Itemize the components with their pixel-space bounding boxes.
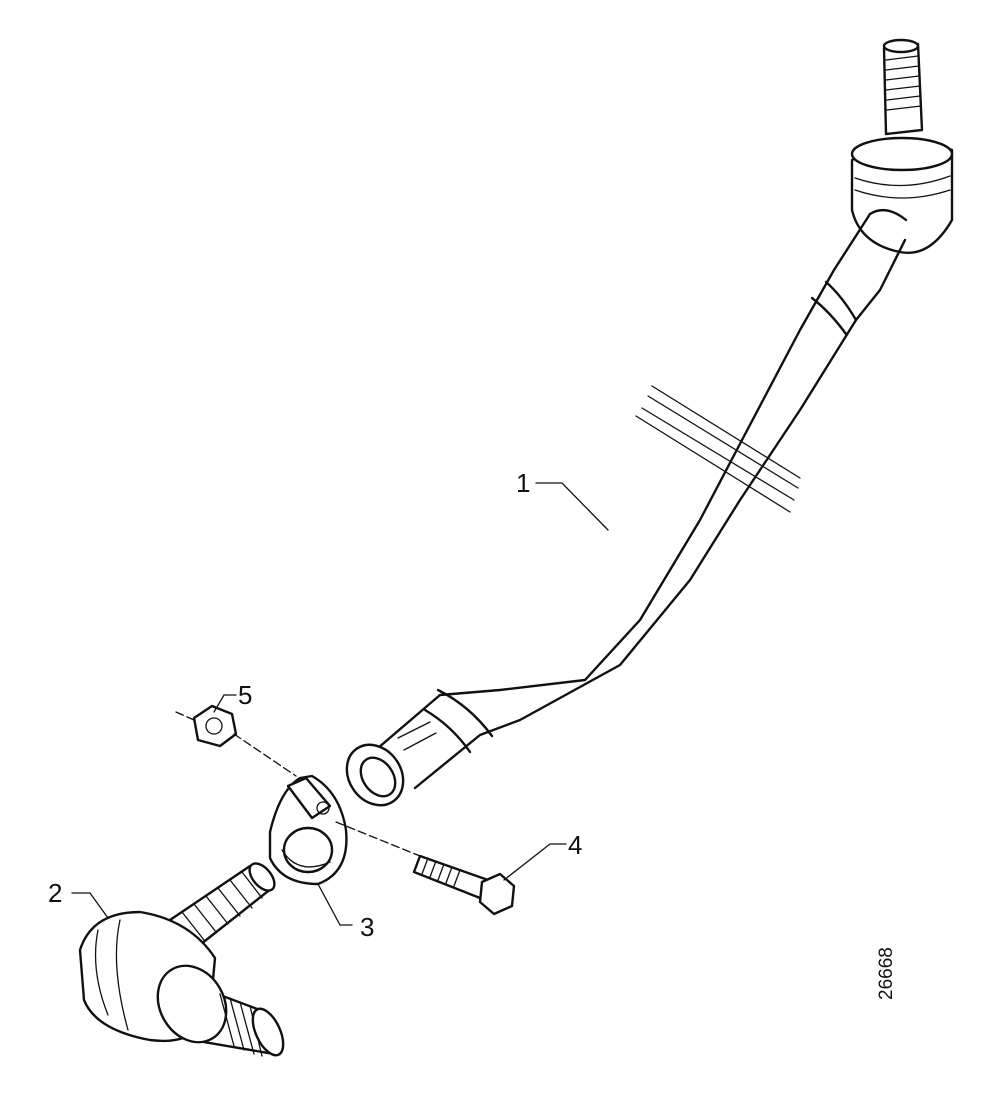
bolt (335, 821, 516, 916)
callout-1: 1 (516, 468, 530, 498)
ball-joint (78, 862, 285, 1057)
callout-3: 3 (360, 912, 374, 942)
callout-2: 2 (48, 878, 62, 908)
nut (175, 704, 297, 777)
tie-rod-tube (345, 38, 954, 807)
callout-5: 5 (238, 680, 252, 710)
callout-4: 4 (568, 830, 582, 860)
drawing-number: 26668 (876, 947, 897, 1000)
callout-leaders (71, 482, 609, 926)
clamp (268, 774, 348, 886)
